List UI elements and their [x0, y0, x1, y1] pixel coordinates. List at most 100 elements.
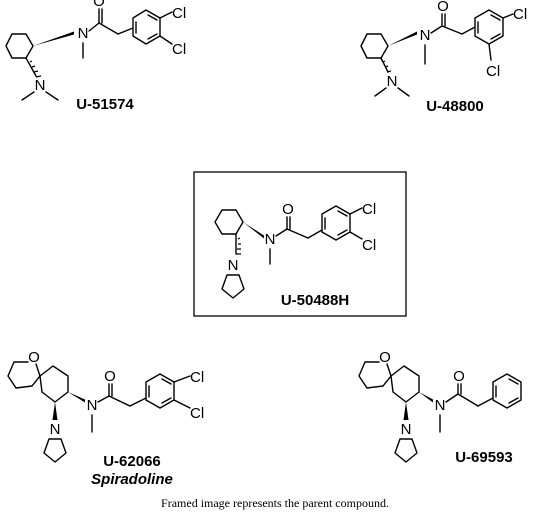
aromatic-bond — [161, 378, 172, 385]
compound-alias: Spiradoline — [91, 471, 173, 488]
bond — [349, 207, 363, 215]
atom-n-amide: N — [420, 27, 431, 44]
benzene-ring — [492, 373, 522, 409]
pyrrolidine-ring — [394, 438, 418, 463]
cyclohexane-ring — [5, 33, 34, 59]
bond — [477, 397, 494, 407]
aromatic-bond — [508, 378, 519, 385]
bond — [380, 57, 389, 73]
atom-cl: Cl — [172, 41, 186, 58]
cyclohexane-ring — [214, 209, 244, 235]
hashed-bond — [236, 237, 241, 255]
bond — [286, 228, 309, 239]
cyclohexane-ring — [390, 365, 420, 403]
bond — [488, 43, 492, 61]
bond — [117, 27, 134, 35]
aromatic-bond — [508, 397, 519, 404]
bond — [382, 375, 392, 387]
structure-u62066: O N O Cl Cl N U-62066 Spiradoline — [7, 349, 204, 488]
atom-cl: Cl — [362, 201, 376, 218]
atom-o-carbonyl: O — [437, 0, 449, 15]
aromatic-bond — [490, 33, 501, 40]
atom-cl: Cl — [362, 237, 376, 254]
benzene-ring — [474, 9, 504, 45]
bond — [159, 11, 173, 19]
bond — [173, 375, 191, 383]
atom-n-amine: N — [401, 421, 412, 438]
parent-frame — [193, 171, 407, 317]
aromatic-bond — [490, 14, 501, 21]
n-methyl-bond — [374, 87, 387, 97]
wedge-bond — [403, 402, 409, 420]
bond — [98, 22, 119, 35]
bond — [88, 22, 100, 32]
pyrrolidine-ring — [43, 438, 67, 463]
atom-n-amine: N — [50, 421, 61, 438]
structure-u48800: N O Cl Cl N U-48800 — [360, 0, 527, 115]
bond — [307, 229, 323, 239]
atom-n-amine: N — [387, 73, 398, 90]
atom-o-carbonyl: O — [453, 368, 465, 385]
bond — [129, 397, 147, 407]
n-methyl-bond — [45, 91, 59, 101]
bond — [461, 26, 476, 35]
wedge-bond — [33, 31, 74, 46]
benzene-ring — [321, 205, 351, 241]
structure-u69593: O N O N U-69593 — [358, 349, 522, 466]
structure-u51574: N O Cl Cl N U-51574 — [5, 0, 186, 113]
atom-o-carbonyl: O — [282, 201, 294, 218]
atom-n-amide: N — [87, 397, 98, 414]
bond — [349, 231, 363, 240]
bond — [502, 13, 514, 19]
bond — [108, 395, 131, 407]
atom-cl: Cl — [190, 369, 204, 386]
bond — [97, 395, 110, 403]
bond — [35, 363, 41, 377]
bond — [31, 375, 41, 387]
atom-o-carbonyl: O — [104, 368, 116, 385]
tetrahydrofuran-ring — [358, 361, 384, 389]
benzene-ring — [132, 9, 161, 45]
bond — [457, 393, 479, 407]
compound-name: U-69593 — [455, 449, 513, 466]
wedge-bond — [243, 222, 264, 239]
bond — [173, 399, 191, 409]
bond — [441, 25, 463, 35]
atom-cl: Cl — [486, 63, 500, 80]
atom-o-carbonyl: O — [93, 0, 105, 10]
aromatic-bond — [337, 210, 348, 217]
tetrahydrofuran-ring — [7, 361, 33, 389]
bond — [159, 35, 173, 45]
compound-name: U-48800 — [426, 98, 484, 115]
benzene-ring — [145, 373, 175, 409]
aromatic-bond — [147, 14, 158, 21]
atom-cl: Cl — [190, 405, 204, 422]
hashed-bond — [29, 60, 42, 78]
atom-o-ring: O — [28, 349, 40, 366]
atom-n-amine: N — [228, 257, 239, 274]
figure-caption: Framed image represents the parent compo… — [161, 496, 389, 510]
compound-name: U-51574 — [76, 96, 134, 113]
wedge-bond — [52, 402, 58, 420]
atom-cl: Cl — [172, 5, 186, 22]
wedge-bond — [419, 392, 433, 403]
atom-cl: Cl — [513, 6, 527, 23]
atom-n-amide: N — [435, 397, 446, 414]
wedge-bond — [68, 392, 85, 403]
cyclohexane-ring — [39, 365, 69, 403]
bond — [430, 25, 443, 34]
bond — [386, 363, 392, 377]
bond — [445, 393, 459, 403]
structure-u50488h: N O Cl Cl N U-50488H — [193, 171, 407, 317]
aromatic-bond — [161, 397, 172, 404]
wedge-bond — [388, 31, 417, 46]
atom-n-amide: N — [265, 231, 276, 248]
bond — [25, 57, 37, 77]
aromatic-bond — [337, 229, 348, 236]
atom-n-amide: N — [78, 25, 89, 42]
n-methyl-bond — [397, 87, 410, 97]
compound-name: U-50488H — [281, 292, 349, 309]
aromatic-bond — [147, 33, 158, 40]
atom-n-amine: N — [35, 77, 46, 94]
